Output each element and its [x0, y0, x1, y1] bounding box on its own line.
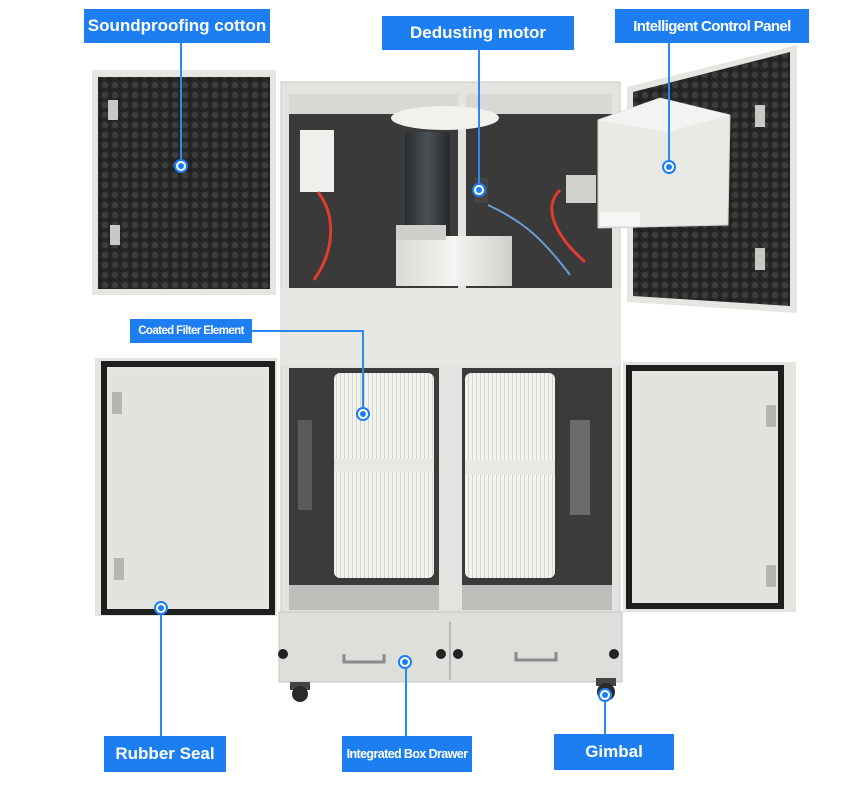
filter-leader-h — [252, 330, 364, 332]
control-panel-marker — [662, 160, 676, 174]
left-upper-door — [92, 70, 276, 295]
drawer-marker — [398, 655, 412, 669]
filter-cartridges — [334, 373, 555, 578]
left-lower-door — [95, 358, 277, 616]
gimbal-leader — [604, 695, 606, 737]
soundproofing-leader — [180, 42, 182, 166]
label-integrated-box-drawer: Integrated Box Drawer — [342, 736, 472, 772]
motor-marker — [472, 183, 486, 197]
motor-leader — [478, 48, 480, 188]
filter-leader-v — [362, 330, 364, 414]
filter-marker — [356, 407, 370, 421]
motor-assembly — [300, 106, 596, 286]
rubber-seal-marker — [154, 601, 168, 615]
label-rubber-seal: Rubber Seal — [104, 736, 226, 772]
control-panel-leader — [668, 42, 670, 166]
label-gimbal: Gimbal — [554, 734, 674, 770]
gimbal-marker — [598, 688, 612, 702]
label-intelligent-control-panel: Intelligent Control Panel — [615, 9, 809, 43]
label-dedusting-motor: Dedusting motor — [382, 16, 574, 50]
soundproofing-marker — [174, 159, 188, 173]
right-lower-door — [623, 362, 796, 612]
label-soundproofing-cotton: Soundproofing cotton — [84, 9, 270, 43]
drawer-leader — [405, 662, 407, 736]
rubber-seal-leader — [160, 608, 162, 736]
label-coated-filter-element: Coated Filter Element — [130, 319, 252, 343]
